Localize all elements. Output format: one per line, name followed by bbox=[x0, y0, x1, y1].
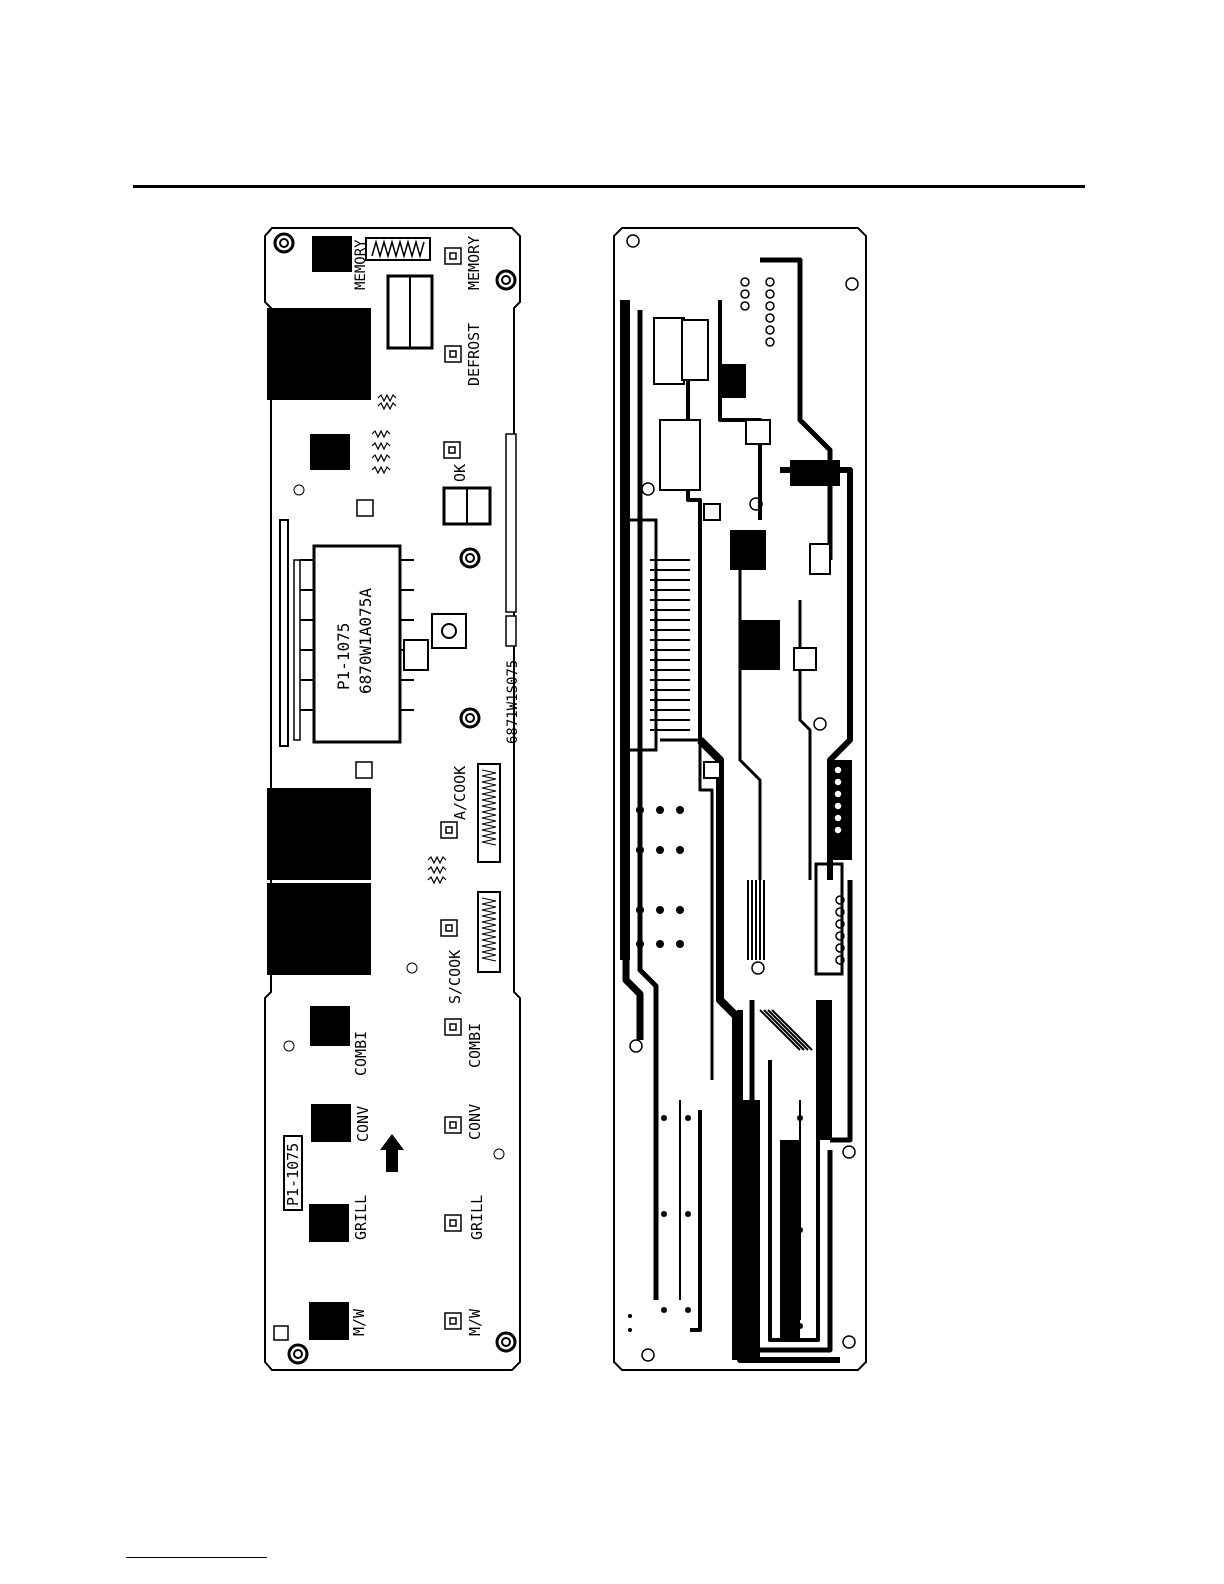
solder-side-board bbox=[0, 0, 1224, 1584]
